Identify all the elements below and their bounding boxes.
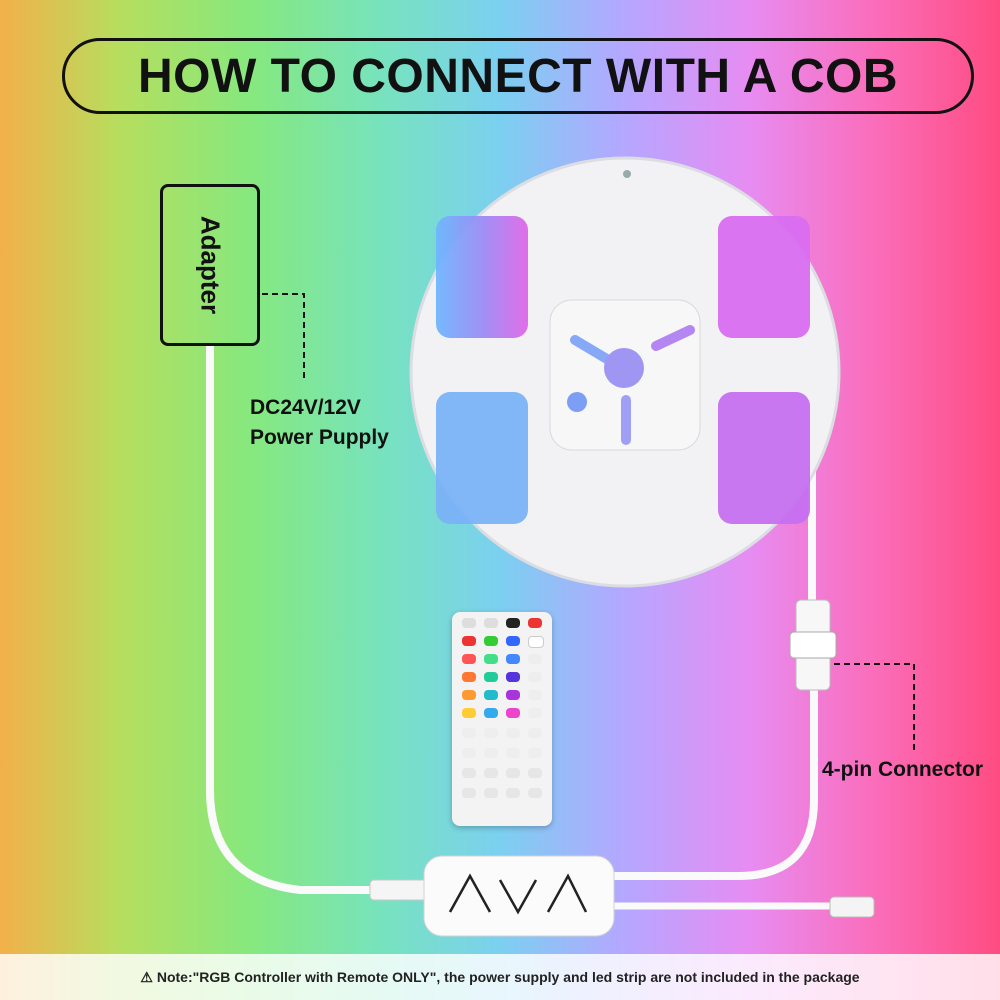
remote-mode-button xyxy=(506,748,520,758)
adapter-box: Adapter xyxy=(160,184,260,346)
remote-color-button xyxy=(484,654,498,664)
title-banner: HOW TO CONNECT WITH A COB xyxy=(62,38,974,114)
remote-mode-button xyxy=(484,728,498,738)
remote-color-button xyxy=(462,654,476,664)
connector-leader-line xyxy=(834,663,915,752)
led-strip-reel xyxy=(409,156,841,588)
remote-jump-button xyxy=(462,788,476,798)
adapter-label: Adapter xyxy=(195,215,226,315)
four-pin-connector xyxy=(789,599,837,691)
remote-off-button xyxy=(506,618,520,628)
remote-button xyxy=(462,618,476,628)
remote-color-button xyxy=(506,654,520,664)
remote-color-button xyxy=(484,690,498,700)
adapter-cable xyxy=(206,346,370,894)
remote-color-button xyxy=(528,708,542,718)
note-bar: ⚠ Note:"RGB Controller with Remote ONLY"… xyxy=(0,954,1000,1000)
connector-label: 4-pin Connector xyxy=(822,758,983,781)
remote-color-button xyxy=(484,672,498,682)
controller-cable xyxy=(612,690,818,880)
remote-color-button xyxy=(506,690,520,700)
power-label-line1: DC24V/12V xyxy=(250,396,361,419)
remote-color-button xyxy=(484,708,498,718)
remote-jump-button xyxy=(484,788,498,798)
remote-color-button xyxy=(528,690,542,700)
remote-button xyxy=(484,618,498,628)
remote-mode-button xyxy=(528,748,542,758)
rgb-controller xyxy=(369,855,615,937)
remote-mode-button xyxy=(462,728,476,738)
remote-fade-button xyxy=(506,788,520,798)
remote-red-button xyxy=(462,636,476,646)
remote-color-button xyxy=(462,672,476,682)
power-label-line2: Power Pupply xyxy=(250,426,389,449)
remote-mode-button xyxy=(462,748,476,758)
remote-diy-button xyxy=(528,768,542,778)
remote-on-button xyxy=(528,618,542,628)
remote-mode-button xyxy=(506,728,520,738)
remote-control xyxy=(452,612,552,826)
remote-fade-button xyxy=(528,788,542,798)
package-note: ⚠ Note:"RGB Controller with Remote ONLY"… xyxy=(140,968,860,985)
remote-color-button xyxy=(506,672,520,682)
remote-color-button xyxy=(528,672,542,682)
remote-mode-button xyxy=(484,748,498,758)
remote-mode-button xyxy=(528,728,542,738)
remote-diy-button xyxy=(462,768,476,778)
remote-diy-button xyxy=(506,768,520,778)
page-title: HOW TO CONNECT WITH A COB xyxy=(138,49,898,103)
remote-green-button xyxy=(484,636,498,646)
power-leader-line xyxy=(262,293,305,382)
remote-diy-button xyxy=(484,768,498,778)
remote-color-button xyxy=(506,708,520,718)
remote-white-button xyxy=(528,636,544,648)
remote-color-button xyxy=(462,708,476,718)
remote-color-button xyxy=(528,654,542,664)
remote-color-button xyxy=(462,690,476,700)
ir-receiver xyxy=(829,896,875,918)
remote-blue-button xyxy=(506,636,520,646)
